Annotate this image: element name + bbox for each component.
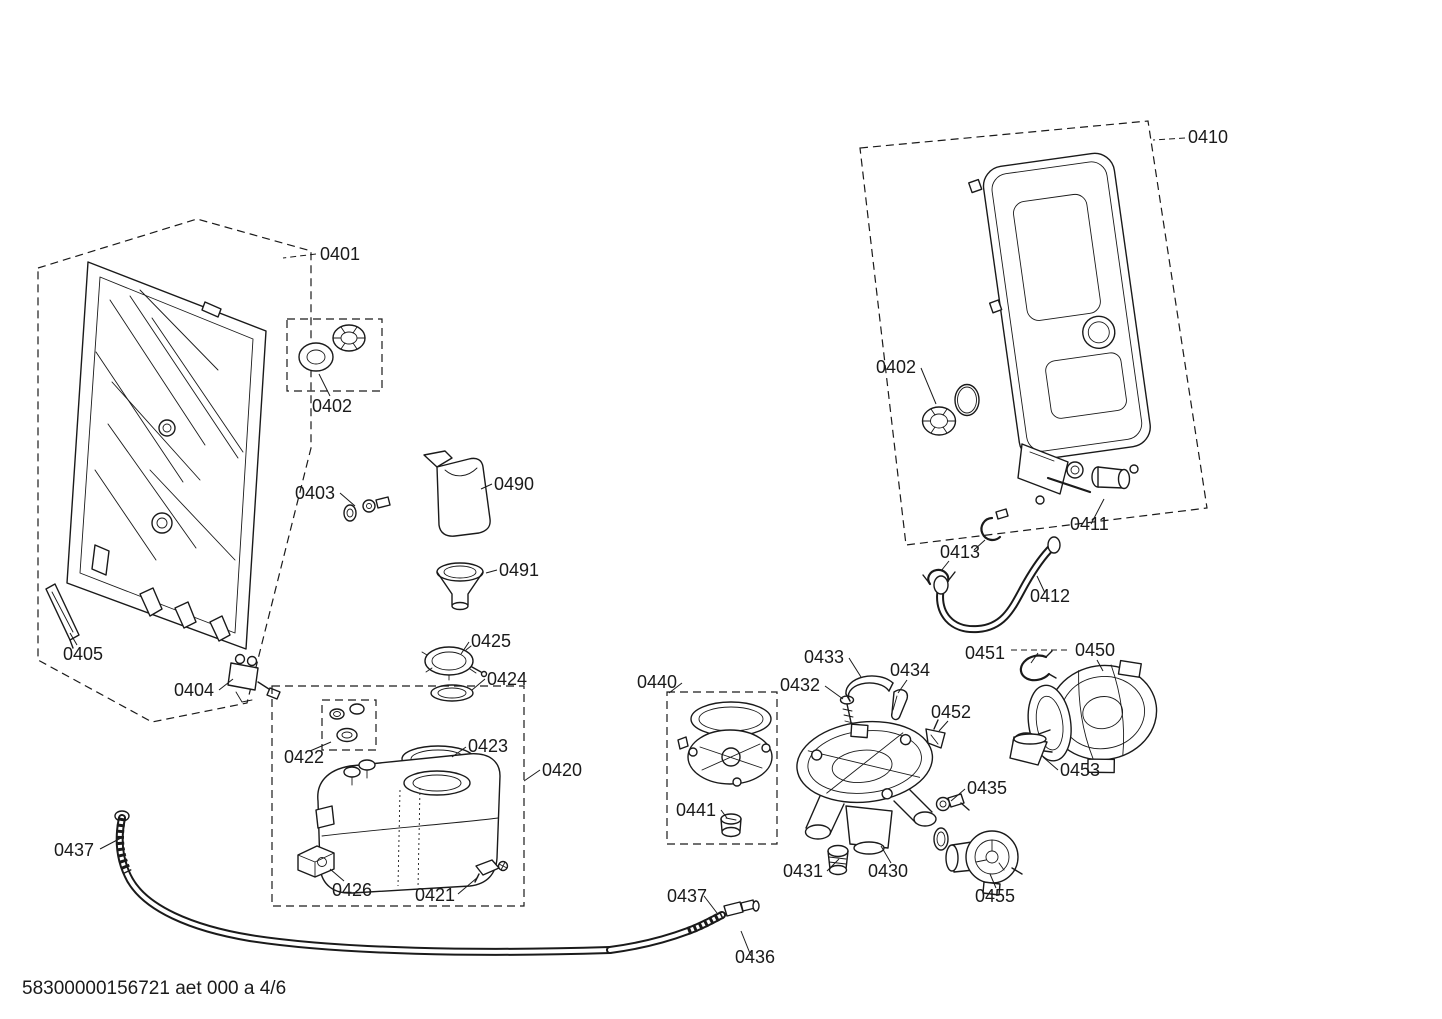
callout-0413: 0413 (940, 542, 980, 562)
callout-0432: 0432 (780, 675, 820, 695)
callout-0425: 0425 (471, 631, 511, 651)
screw-0432 (839, 695, 855, 728)
plug-0441 (720, 813, 742, 838)
bracket-0433 (845, 675, 894, 702)
inner-door-panel (66, 261, 267, 650)
callout-0450: 0450 (1075, 640, 1115, 660)
pitcher-0490 (423, 450, 491, 537)
hinge-assembly-0411 (1017, 443, 1139, 505)
callout-0433: 0433 (804, 647, 844, 667)
funnel-0491 (436, 562, 484, 611)
clip-0434 (890, 689, 909, 721)
callout-labels: 0401 0402 0403 0490 0491 0425 0424 0405 … (54, 127, 1228, 967)
callout-0431: 0431 (783, 861, 823, 881)
outer-door-group-0410 (859, 120, 1208, 546)
pin-0405 (45, 583, 80, 649)
clip-0452 (925, 719, 946, 749)
callout-0434: 0434 (890, 660, 930, 680)
callout-0440: 0440 (637, 672, 677, 692)
callout-0490: 0490 (494, 474, 534, 494)
callout-0426: 0426 (332, 880, 372, 900)
callout-0435: 0435 (967, 778, 1007, 798)
fitting-0403 (343, 496, 391, 522)
door-seal-0402-right (921, 383, 980, 436)
hose-end-fitting-0436 (723, 899, 760, 917)
callout-0403: 0403 (295, 483, 335, 503)
callout-0423: 0423 (468, 736, 508, 756)
elbow-0435 (935, 793, 970, 812)
callout-0405: 0405 (63, 644, 103, 664)
callout-0437-bottom: 0437 (667, 886, 707, 906)
leader-lines (69, 137, 1186, 957)
smallparts-kit-0422 (321, 699, 377, 751)
callout-0452: 0452 (931, 702, 971, 722)
callout-0451: 0451 (965, 643, 1005, 663)
water-softener-group-0420 (271, 685, 525, 907)
pump-cover-group-0440 (666, 691, 778, 845)
door-seal-0402-left (286, 318, 383, 392)
drain-pump-0455 (933, 827, 1023, 896)
hose-clamps-0413 (922, 508, 1009, 586)
callout-0437-left: 0437 (54, 840, 94, 860)
callout-0422: 0422 (284, 747, 324, 767)
callout-0420: 0420 (542, 760, 582, 780)
callout-0430: 0430 (868, 861, 908, 881)
callout-0491: 0491 (499, 560, 539, 580)
callout-0402-right: 0402 (876, 357, 916, 377)
callout-0402-left: 0402 (312, 396, 352, 416)
callout-0401: 0401 (320, 244, 360, 264)
callout-0410: 0410 (1188, 127, 1228, 147)
callout-0455: 0455 (975, 886, 1015, 906)
callout-0404: 0404 (174, 680, 214, 700)
callout-0424: 0424 (487, 669, 527, 689)
document-code: 58300000156721 aet 000 a 4/6 (22, 978, 287, 999)
callout-0436: 0436 (735, 947, 775, 967)
connector-0426 (297, 845, 335, 878)
hose-0412 (933, 536, 1061, 634)
drain-hose-bottom-0437 (606, 899, 760, 954)
callout-0453: 0453 (1060, 760, 1100, 780)
softener-body (315, 753, 501, 894)
drain-hose-left-0437 (114, 810, 614, 956)
inner-door-group-0401 (37, 218, 391, 723)
sump-assembly-0430 (796, 720, 937, 855)
fitting-0431 (827, 844, 849, 876)
cone-0453 (1009, 733, 1048, 766)
callout-0412: 0412 (1030, 586, 1070, 606)
outer-door-panel (968, 152, 1151, 461)
ring-0424 (430, 684, 474, 702)
callout-0411: 0411 (1070, 514, 1109, 534)
callout-0441: 0441 (676, 800, 716, 820)
pump-cover (677, 701, 773, 787)
callout-0421: 0421 (415, 885, 455, 905)
valve-0404 (227, 653, 281, 703)
